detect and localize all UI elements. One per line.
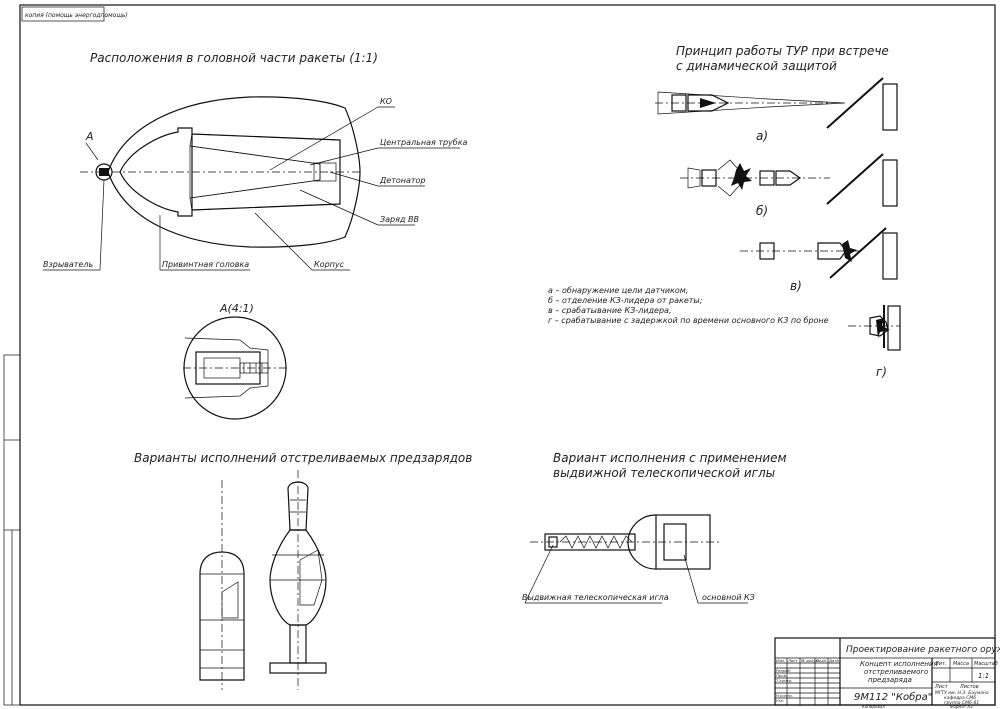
role-label: Разраб. <box>776 668 791 673</box>
detonator-label: Детонатор <box>379 176 426 185</box>
needle-title-1: Вариант исполнения с применением <box>553 451 787 465</box>
doc-title-1: Концепт исполнения <box>860 660 938 668</box>
flash-b <box>731 163 752 190</box>
col-lit: Лит. <box>934 661 947 667</box>
placement-section: Расположения в головной части ракеты (1:… <box>43 51 468 271</box>
stage-label-c: в) <box>790 279 802 293</box>
legend-item: в – срабатывание КЗ-лидера, <box>548 306 672 315</box>
armor-a <box>882 83 898 131</box>
needle-title-2: выдвижной телескопической иглы <box>553 466 775 480</box>
designation: 9М112 "Кобра" <box>854 691 932 703</box>
needle-section: Вариант исполнения с применением выдвижн… <box>522 451 787 604</box>
main-charge-body <box>655 514 711 570</box>
liner-cone <box>189 145 321 199</box>
needle-spring <box>559 535 633 549</box>
stage-d: г) <box>848 305 901 379</box>
role-label: Н.контр. <box>776 693 793 698</box>
copy-stamp: копия (помощь энергодпомощь) <box>21 6 128 22</box>
main-charge-label: основной КЗ <box>702 593 755 602</box>
principle-title-2: с динамической защитой <box>676 59 837 73</box>
era-plate-a <box>826 77 884 129</box>
armor-d <box>887 305 901 351</box>
sensor-beam <box>657 91 846 115</box>
placement-title: Расположения в головной части ракеты (1:… <box>90 51 378 65</box>
doc-title-3: предзаряда <box>868 676 912 684</box>
body-label: Корпус <box>314 260 345 269</box>
legend-item: а – обнаружение цели датчиком, <box>548 286 688 295</box>
org-line-3: группа СМ6-81 <box>944 700 979 706</box>
title-block: Проектирование ракетного оружия Концепт … <box>774 637 1000 709</box>
legend: а – обнаружение цели датчиком, б – отдел… <box>548 286 829 325</box>
title-block-header: Проектирование ракетного оружия <box>846 645 1000 655</box>
central-tube-label: Центральная трубка <box>380 138 468 147</box>
detail-a: А(4:1) <box>183 302 288 420</box>
armor-b <box>882 159 898 207</box>
needle-label: Выдвижная телескопическая игла <box>522 593 669 602</box>
role-label: Т.контр. <box>776 678 792 683</box>
ogival-precharge <box>269 470 327 690</box>
scale-value: 1:1 <box>978 672 989 680</box>
telescopic-needle <box>544 533 636 551</box>
row-label: № докум. <box>800 658 820 663</box>
row-label: Лист <box>787 658 798 663</box>
role-label: Утв. <box>776 698 784 703</box>
ogive-fairing <box>107 96 361 248</box>
sheet-frame <box>3 4 996 706</box>
row-label: Изм. <box>776 658 785 663</box>
stage-label-d: г) <box>876 365 887 379</box>
detail-a-label: А(4:1) <box>219 302 254 315</box>
stamp-text: копия (помощь энергодпомощь) <box>25 12 128 19</box>
row-label: Дата <box>828 658 840 663</box>
col-scale: Масштаб <box>974 661 998 667</box>
ko-label: КО <box>380 97 392 106</box>
main-charge-fill <box>663 523 687 561</box>
legend-item: г – срабатывание с задержкой по времени … <box>548 316 829 325</box>
principle-title-1: Принцип работы ТУР при встрече <box>676 44 889 58</box>
org-line-1: МГТУ им. Н.Э. Баумана <box>935 690 989 696</box>
fuze-core <box>99 168 109 176</box>
armor-c <box>882 232 898 280</box>
fuze-label: Взрыватель <box>43 260 93 269</box>
doc-title-2: отстреливаемого <box>864 668 928 676</box>
sheets-label: Листов <box>959 684 979 690</box>
sheet-label: Лист <box>934 684 949 690</box>
legend-item: б – отделение КЗ-лидера от ракеты; <box>548 296 703 305</box>
screw-head-label: Привинтная головка <box>162 260 249 269</box>
flash-c <box>842 240 857 262</box>
copied-label: Копировал <box>862 704 885 709</box>
variants-section: Варианты исполнений отстреливаемых предз… <box>134 451 472 690</box>
era-plate-b <box>826 153 884 205</box>
principle-section: Принцип работы ТУР при встрече с динамич… <box>548 44 901 379</box>
stage-label-b: б) <box>756 204 768 218</box>
format-label: Формат А3 <box>950 704 973 709</box>
stage-a: а) <box>655 77 898 143</box>
stage-c: в) <box>740 227 898 293</box>
row-label: Подп. <box>816 658 828 663</box>
detonator-block <box>313 162 337 182</box>
stage-b: б) <box>680 153 898 218</box>
role-label: Пров. <box>776 673 787 678</box>
stage-label-a: а) <box>756 129 768 143</box>
era-plate-c <box>829 227 887 279</box>
view-a-label: А <box>85 130 94 143</box>
variants-title: Варианты исполнений отстреливаемых предз… <box>134 451 472 465</box>
charge-label: Заряд ВВ <box>380 215 419 224</box>
org-line-2: кафедра СМ6 <box>944 695 976 701</box>
col-mass: Масса <box>953 661 969 667</box>
cylindrical-precharge <box>199 480 245 690</box>
